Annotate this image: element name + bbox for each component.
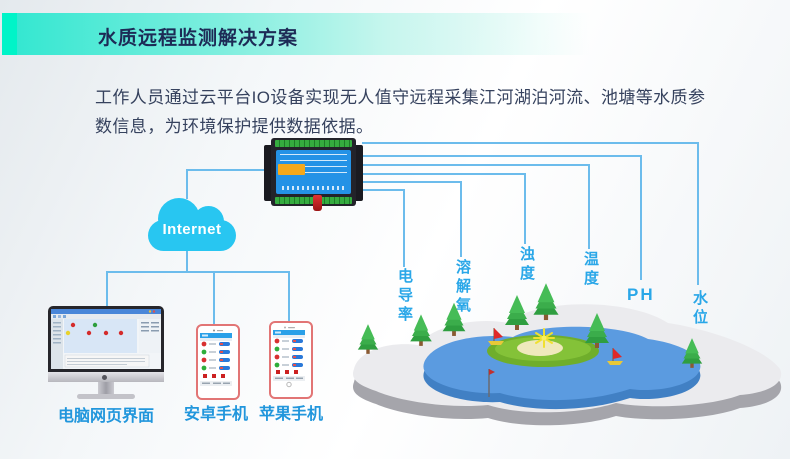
device-mount-flange bbox=[354, 145, 363, 201]
pc-software-screenshot bbox=[51, 309, 161, 369]
connector-line bbox=[362, 164, 590, 166]
device-label-sticker bbox=[278, 164, 305, 175]
connector-line bbox=[697, 142, 699, 285]
connector-line bbox=[106, 271, 290, 273]
sensor-label-temperature: 温度 bbox=[582, 251, 599, 289]
cloud-shape bbox=[148, 220, 236, 251]
android-phone bbox=[196, 324, 240, 400]
connector-line bbox=[186, 250, 188, 273]
connector-line bbox=[588, 164, 590, 249]
sensor-label-ph: PH bbox=[627, 285, 655, 304]
device-mount-flange bbox=[264, 145, 273, 201]
connector-line bbox=[106, 271, 108, 307]
apple-phone bbox=[269, 321, 313, 399]
apple-app-screenshot bbox=[273, 326, 305, 388]
connector-line bbox=[403, 189, 405, 267]
title-bar bbox=[17, 13, 790, 55]
monitor-chin bbox=[48, 372, 164, 382]
android-app-screenshot bbox=[200, 329, 232, 389]
connector-line bbox=[186, 169, 266, 171]
connector-line bbox=[460, 181, 462, 257]
connector-line bbox=[362, 189, 405, 191]
client-label-android: 安卓手机 bbox=[183, 406, 248, 423]
sensor-label-turbidity: 浊度 bbox=[518, 246, 535, 284]
sensor-label-conductivity: 电导率 bbox=[396, 268, 413, 325]
connector-line bbox=[362, 173, 526, 175]
sensor-label-water-level: 水位 bbox=[691, 290, 708, 328]
page-title: 水质远程监测解决方案 bbox=[98, 28, 299, 49]
lake-illustration bbox=[352, 283, 782, 426]
device-terminal-block bbox=[275, 140, 352, 147]
connector-line bbox=[186, 169, 188, 199]
connector-line bbox=[362, 181, 462, 183]
sensor-label-dissolved-oxygen: 溶解氧 bbox=[454, 259, 471, 316]
internet-label: Internet bbox=[162, 221, 222, 238]
client-label-pc-web: 电脑网页界面 bbox=[57, 408, 154, 425]
device-antenna-connector bbox=[313, 195, 322, 211]
monitor-stand bbox=[98, 382, 114, 395]
connector-line bbox=[640, 155, 642, 280]
connector-line bbox=[362, 155, 642, 157]
title-accent-square bbox=[2, 13, 17, 55]
connector-line bbox=[213, 271, 215, 327]
connector-line bbox=[524, 173, 526, 244]
connector-line bbox=[362, 142, 699, 144]
connector-line bbox=[288, 271, 290, 324]
pc-monitor bbox=[48, 306, 164, 372]
intro-text: 工作人员通过云平台IO设备实现无人值守远程采集江河湖泊河流、池塘等水质参数信息，… bbox=[95, 88, 706, 136]
io-device-image bbox=[264, 138, 363, 211]
client-label-iphone: 苹果手机 bbox=[258, 406, 323, 423]
internet-cloud: Internet bbox=[146, 196, 238, 254]
monitor-base bbox=[77, 394, 135, 399]
